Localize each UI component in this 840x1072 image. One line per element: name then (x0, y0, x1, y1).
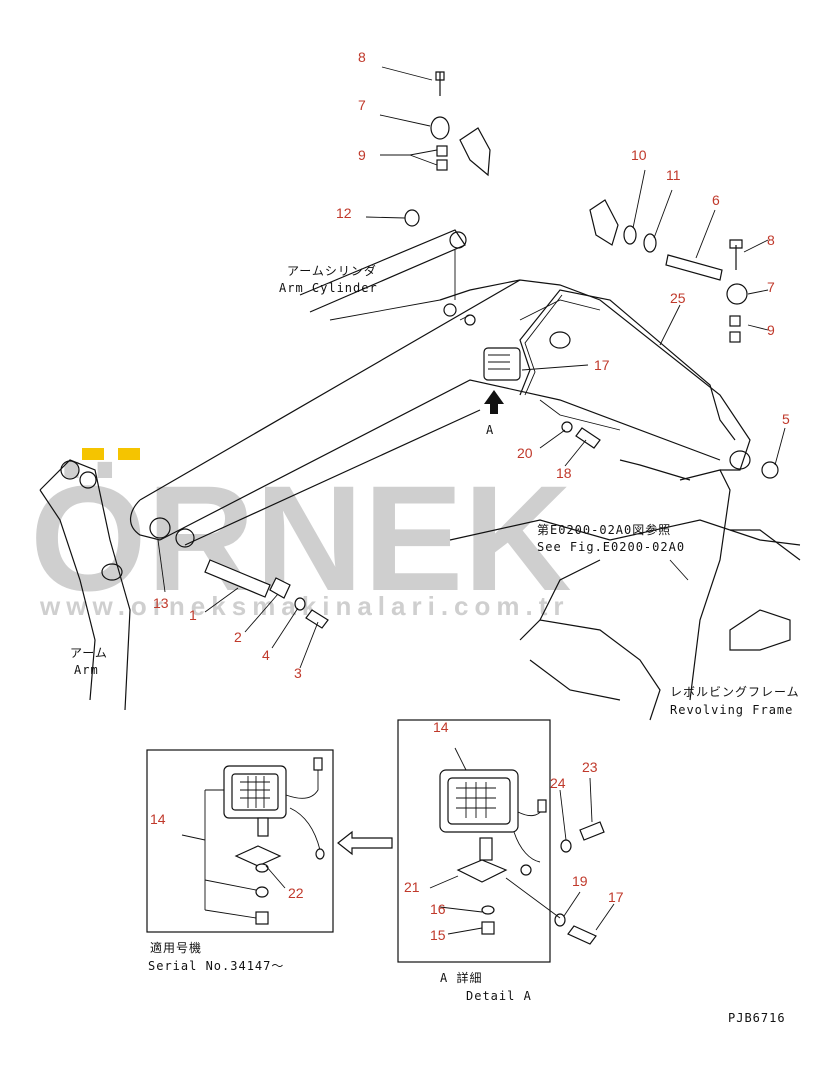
callout-7-right: 7 (767, 279, 775, 295)
callout-23: 23 (582, 759, 598, 775)
see-fig-label-en: See Fig.E0200-02A0 (537, 540, 685, 554)
watermark-brand: ÖRNEK (30, 454, 572, 622)
revolving-frame-label-en: Revolving Frame (670, 703, 793, 717)
callout-8: 8 (358, 49, 366, 65)
serial-label-en: Serial No.34147〜 (148, 959, 284, 973)
callout-9-right: 9 (767, 322, 775, 338)
callout-4: 4 (262, 647, 270, 663)
watermark: ÖRNEK www.orneksmakinalari.com.tr (30, 448, 572, 622)
callout-17-serial: 22 (288, 885, 304, 901)
callout-15: 15 (430, 927, 446, 943)
arm-label-jp: アーム (70, 646, 108, 660)
callout-13: 13 (153, 595, 169, 611)
hardware-parts (204, 71, 779, 629)
callout-14-detail: 14 (433, 719, 449, 735)
detail-a-box: 14 24 23 21 16 15 19 17 A 詳細 Detail A (397, 719, 624, 1003)
detail-label-jp: A 詳細 (440, 970, 482, 985)
callout-20: 17 (594, 357, 610, 373)
main-labels: アームシリンダ Arm Cylinder A 第E0200-02A0図参照 Se… (70, 263, 800, 717)
leader-lines (157, 66, 786, 669)
callout-8-right: 8 (767, 232, 775, 248)
callout-17-detail: 21 (404, 879, 420, 895)
callout-21: 18 (556, 465, 572, 481)
detail-arrow (337, 830, 393, 856)
watermark-umlaut-dot (82, 448, 104, 460)
callout-3: 3 (294, 665, 302, 681)
arm-cylinder-label-en: Arm Cylinder (279, 281, 378, 295)
callout-18: 17 (608, 889, 624, 905)
callout-25: 25 (670, 290, 686, 306)
callout-19: 19 (572, 873, 588, 889)
callout-16: 16 (430, 901, 446, 917)
callout-9: 9 (358, 147, 366, 163)
callout-6: 6 (712, 192, 720, 208)
arm-body (130, 279, 751, 548)
arm-cylinder (299, 229, 467, 321)
callout-12: 12 (336, 205, 352, 221)
callout-22: 20 (517, 445, 533, 461)
serial-box: 14 22 適用号機 Serial No.34147〜 (146, 749, 334, 973)
callout-2: 2 (234, 629, 242, 645)
callout-1: 1 (189, 607, 197, 623)
arm-left (39, 459, 131, 711)
callout-11: 11 (666, 167, 681, 183)
arm-cylinder-label-jp: アームシリンダ (287, 263, 377, 278)
callout-24: 24 (550, 775, 566, 791)
revolving-frame-label-jp: レボルビングフレーム (670, 685, 800, 699)
see-fig-label-jp: 第E0200-02A0図参照 (537, 522, 671, 537)
callout-14-serial: 14 (150, 811, 166, 827)
watermark-umlaut-dot (118, 448, 140, 460)
view-arrow-label: A (486, 423, 494, 437)
callout-10: 10 (631, 147, 647, 163)
drawing-code: PJB6716 (728, 1011, 786, 1025)
callout-7: 7 (358, 97, 366, 113)
part-number-callouts: 8 7 9 12 10 11 6 8 7 9 25 17 5 20 18 13 … (153, 49, 790, 681)
serial-label-jp: 適用号機 (150, 940, 202, 955)
revolving-frame (449, 459, 801, 721)
wiring-harness (519, 289, 736, 441)
arm-label-en: Arm (74, 663, 99, 677)
callout-5: 5 (782, 411, 790, 427)
detail-label-en: Detail A (466, 989, 532, 1003)
